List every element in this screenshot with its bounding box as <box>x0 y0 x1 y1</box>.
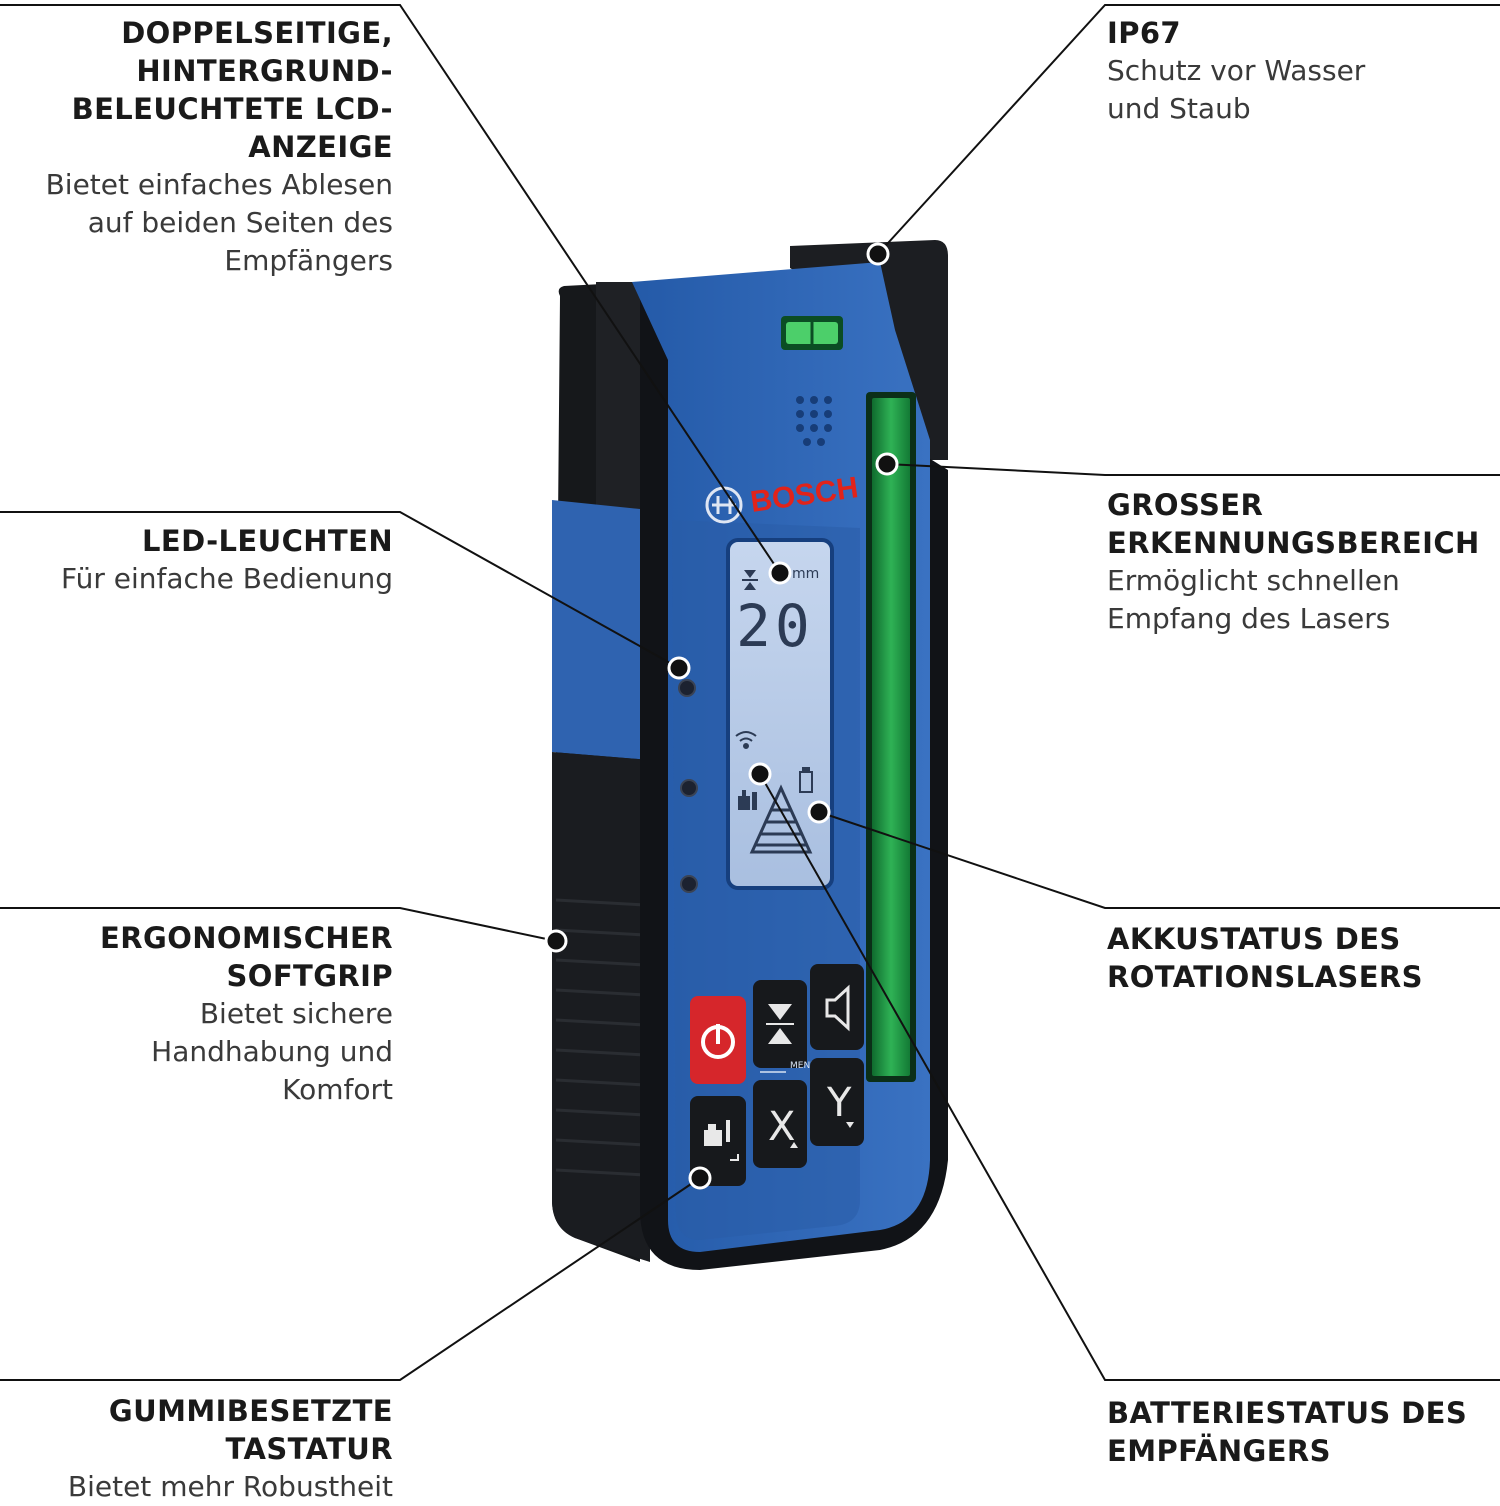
speaker-icon <box>825 984 850 1032</box>
power-icon <box>701 1024 735 1059</box>
callout-lcd: DOPPELSEITIGE, HINTERGRUND- BELEUCHTETE … <box>46 14 393 280</box>
grip-ribs <box>555 898 646 1177</box>
dot-grip <box>544 929 568 953</box>
lcd-arrows-icon <box>742 570 758 590</box>
speaker-grille <box>796 396 832 446</box>
rubber-grip <box>552 752 650 1262</box>
rotation-laser-icon <box>704 1120 739 1161</box>
callout-grip-title: ERGONOMISCHER SOFTGRIP <box>100 921 393 993</box>
blue-side-band <box>552 500 650 760</box>
callout-keypad: GUMMIBESETZTE TASTATUR Bietet mehr Robus… <box>68 1392 393 1506</box>
led-light-1 <box>678 679 696 697</box>
lcd-value: 20 <box>736 592 814 660</box>
callout-ip67-desc: Schutz vor Wasser und Staub <box>1107 54 1366 125</box>
receiver-battery-icon <box>799 767 813 793</box>
callout-receiver-battery: BATTERIESTATUS DES EMPFÄNGERS <box>1107 1394 1467 1470</box>
x-key-label: X <box>768 1104 795 1150</box>
dot-lcd <box>768 561 792 585</box>
dot-ip67 <box>866 242 890 266</box>
callout-ip67: IP67 Schutz vor Wasser und Staub <box>1107 14 1365 128</box>
y-key-label: Y <box>826 1080 852 1126</box>
callout-detection-desc: Ermöglicht schnellen Empfang des Lasers <box>1107 564 1400 635</box>
led-light-2 <box>680 779 698 797</box>
callout-receiver-battery-title: BATTERIESTATUS DES EMPFÄNGERS <box>1107 1396 1468 1468</box>
callout-led: LED-LEUCHTEN Für einfache Bedienung <box>61 522 393 598</box>
leader-lines <box>0 4 1500 1381</box>
callout-laser-battery: AKKUSTATUS DES ROTATIONSLASERS <box>1107 920 1423 996</box>
callout-lcd-title: DOPPELSEITIGE, HINTERGRUND- BELEUCHTETE … <box>71 16 393 164</box>
callout-lcd-desc: Bietet einfaches Ablesen auf beiden Seit… <box>45 168 393 277</box>
lcd-unit: mm <box>792 566 819 582</box>
callout-dots <box>544 242 899 1190</box>
dot-receiver-battery <box>748 762 772 786</box>
callout-led-title: LED-LEUCHTEN <box>142 524 393 558</box>
callout-detection-title: GROSSER ERKENNUNGSBEREICH <box>1107 488 1480 560</box>
callout-grip: ERGONOMISCHER SOFTGRIP Bietet sichere Ha… <box>100 919 393 1109</box>
callout-led-desc: Für einfache Bedienung <box>61 562 393 595</box>
callout-grip-desc: Bietet sichere Handhabung und Komfort <box>151 997 393 1106</box>
laser-sensor-window <box>872 398 910 1076</box>
laser-battery-icon <box>738 790 757 810</box>
dot-led <box>667 656 691 680</box>
led-light-3 <box>680 875 698 893</box>
dot-keypad <box>688 1166 712 1190</box>
lcd-triangle-indicator <box>749 784 813 854</box>
wifi-icon <box>735 731 757 749</box>
dot-detection <box>875 452 899 476</box>
callout-ip67-title: IP67 <box>1107 16 1182 50</box>
callout-keypad-desc: Bietet mehr Robustheit <box>67 1470 393 1503</box>
dot-laser-battery <box>807 800 831 824</box>
arrows-center-icon <box>766 1004 794 1044</box>
menu-label: MENU <box>790 1061 817 1071</box>
callout-detection: GROSSER ERKENNUNGSBEREICH Ermöglicht sch… <box>1107 486 1480 638</box>
keypad: MENU X Y <box>690 964 864 1186</box>
callout-laser-battery-title: AKKUSTATUS DES ROTATIONSLASERS <box>1107 922 1423 994</box>
volume-button[interactable] <box>810 964 864 1050</box>
callout-keypad-title: GUMMIBESETZTE TASTATUR <box>108 1394 393 1466</box>
